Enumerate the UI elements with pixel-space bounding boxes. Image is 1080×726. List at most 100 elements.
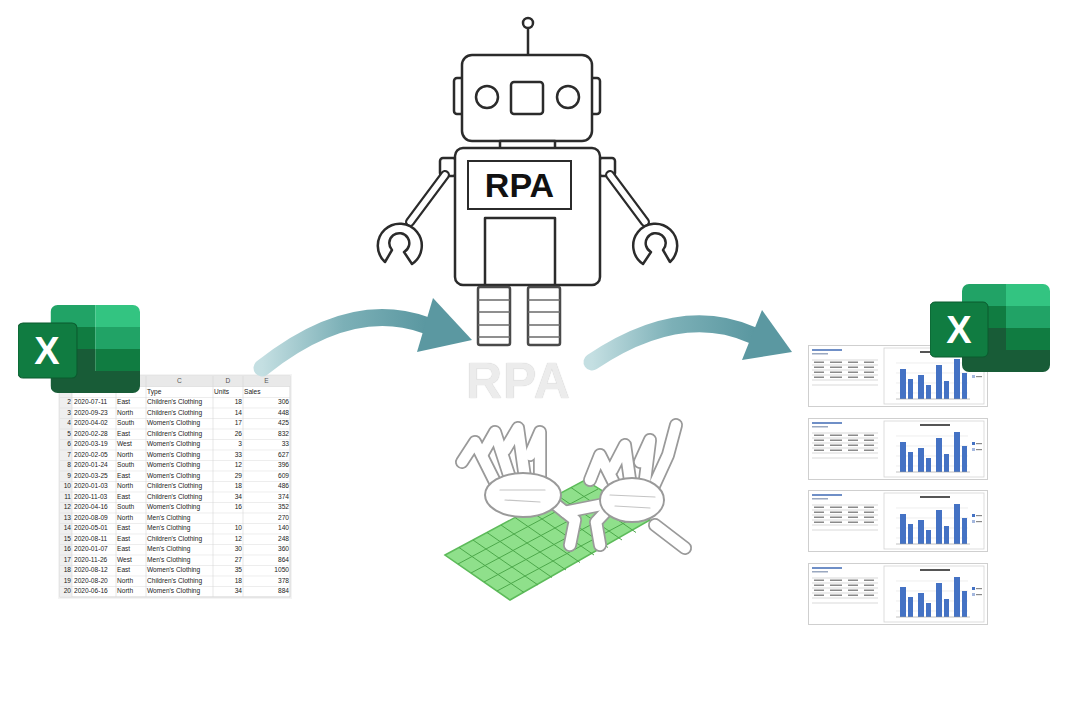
table-cell: 34: [213, 492, 243, 503]
row-number: 11: [60, 492, 72, 503]
table-cell: North: [116, 450, 146, 461]
column-letter: D: [213, 376, 243, 387]
table-cell: North: [116, 513, 146, 524]
table-cell: North: [116, 408, 146, 419]
row-number: 5: [60, 429, 72, 440]
row-number: 10: [60, 481, 72, 492]
excel-icon: X: [930, 284, 1050, 372]
table-cell: South: [116, 502, 146, 513]
table-cell: 2020-02-05: [73, 450, 116, 461]
row-number: 12: [60, 502, 72, 513]
table-cell: East: [116, 565, 146, 576]
table-cell: 1050: [243, 565, 290, 576]
table-cell: 12: [213, 460, 243, 471]
table-cell: 448: [243, 408, 290, 419]
table-header-cell: Type: [146, 387, 213, 398]
table-cell: Men's Clothing: [146, 555, 213, 566]
table-cell: North: [116, 481, 146, 492]
table-header-cell: Sales: [243, 387, 290, 398]
table-cell: 396: [243, 460, 290, 471]
table-cell: South: [116, 418, 146, 429]
table-cell: 3: [213, 439, 243, 450]
table-cell: Women's Clothing: [146, 460, 213, 471]
row-number: 16: [60, 544, 72, 555]
table-cell: 2020-09-23: [73, 408, 116, 419]
table-cell: 2020-01-03: [73, 481, 116, 492]
row-number: 8: [60, 460, 72, 471]
table-cell: 2020-08-11: [73, 534, 116, 545]
table-cell: Women's Clothing: [146, 439, 213, 450]
table-header-cell: Units: [213, 387, 243, 398]
table-cell: 627: [243, 450, 290, 461]
table-cell: Women's Clothing: [146, 471, 213, 482]
table-cell: Children's Clothing: [146, 397, 213, 408]
table-cell: 374: [243, 492, 290, 503]
table-cell: North: [116, 586, 146, 597]
row-number: 2: [60, 397, 72, 408]
table-cell: 360: [243, 544, 290, 555]
table-cell: 609: [243, 471, 290, 482]
table-cell: Men's Clothing: [146, 544, 213, 555]
flow-arrow: [592, 310, 792, 362]
table-cell: Women's Clothing: [146, 418, 213, 429]
table-cell: 884: [243, 586, 290, 597]
table-cell: 306: [243, 397, 290, 408]
table-cell: Women's Clothing: [146, 586, 213, 597]
table-cell: 14: [213, 408, 243, 419]
table-cell: East: [116, 544, 146, 555]
row-number: 6: [60, 439, 72, 450]
table-cell: West: [116, 555, 146, 566]
table-cell: Children's Clothing: [146, 429, 213, 440]
table-cell: Children's Clothing: [146, 481, 213, 492]
row-number: 13: [60, 513, 72, 524]
row-number: 14: [60, 523, 72, 534]
table-cell: 18: [213, 397, 243, 408]
table-cell: 832: [243, 429, 290, 440]
row-number: 3: [60, 408, 72, 419]
table-cell: 2020-08-20: [73, 576, 116, 587]
table-cell: 2020-05-01: [73, 523, 116, 534]
table-cell: East: [116, 492, 146, 503]
table-cell: 425: [243, 418, 290, 429]
row-number: 7: [60, 450, 72, 461]
table-cell: 864: [243, 555, 290, 566]
row-number: 20: [60, 586, 72, 597]
table-cell: 27: [213, 555, 243, 566]
table-cell: 2020-04-02: [73, 418, 116, 429]
table-cell: 2020-01-07: [73, 544, 116, 555]
row-number: 18: [60, 565, 72, 576]
row-number: 9: [60, 471, 72, 482]
row-number: 15: [60, 534, 72, 545]
row-number: 19: [60, 576, 72, 587]
table-cell: 2020-06-16: [73, 586, 116, 597]
column-letter: E: [243, 376, 290, 387]
table-cell: Children's Clothing: [146, 534, 213, 545]
table-cell: 2020-04-16: [73, 502, 116, 513]
table-cell: 2020-08-09: [73, 513, 116, 524]
table-cell: 270: [243, 513, 290, 524]
table-cell: East: [116, 397, 146, 408]
table-cell: 140: [243, 523, 290, 534]
table-cell: Men's Clothing: [146, 523, 213, 534]
table-cell: 2020-01-24: [73, 460, 116, 471]
table-cell: Men's Clothing: [146, 513, 213, 524]
table-cell: 26: [213, 429, 243, 440]
icon-letter: X: [930, 302, 988, 357]
table-cell: 10: [213, 523, 243, 534]
table-cell: 2020-03-25: [73, 471, 116, 482]
table-cell: 30: [213, 544, 243, 555]
row-number: 4: [60, 418, 72, 429]
table-cell: 18: [213, 576, 243, 587]
table-cell: Women's Clothing: [146, 565, 213, 576]
table-cell: 248: [243, 534, 290, 545]
table-cell: 2020-07-11: [73, 397, 116, 408]
table-cell: 352: [243, 502, 290, 513]
spreadsheet: [58, 374, 292, 599]
table-cell: 2020-11-26: [73, 555, 116, 566]
icon-letter: X: [18, 323, 76, 378]
table-cell: 34: [213, 586, 243, 597]
table-cell: 17: [213, 418, 243, 429]
table-cell: Children's Clothing: [146, 492, 213, 503]
table-cell: 18: [213, 481, 243, 492]
